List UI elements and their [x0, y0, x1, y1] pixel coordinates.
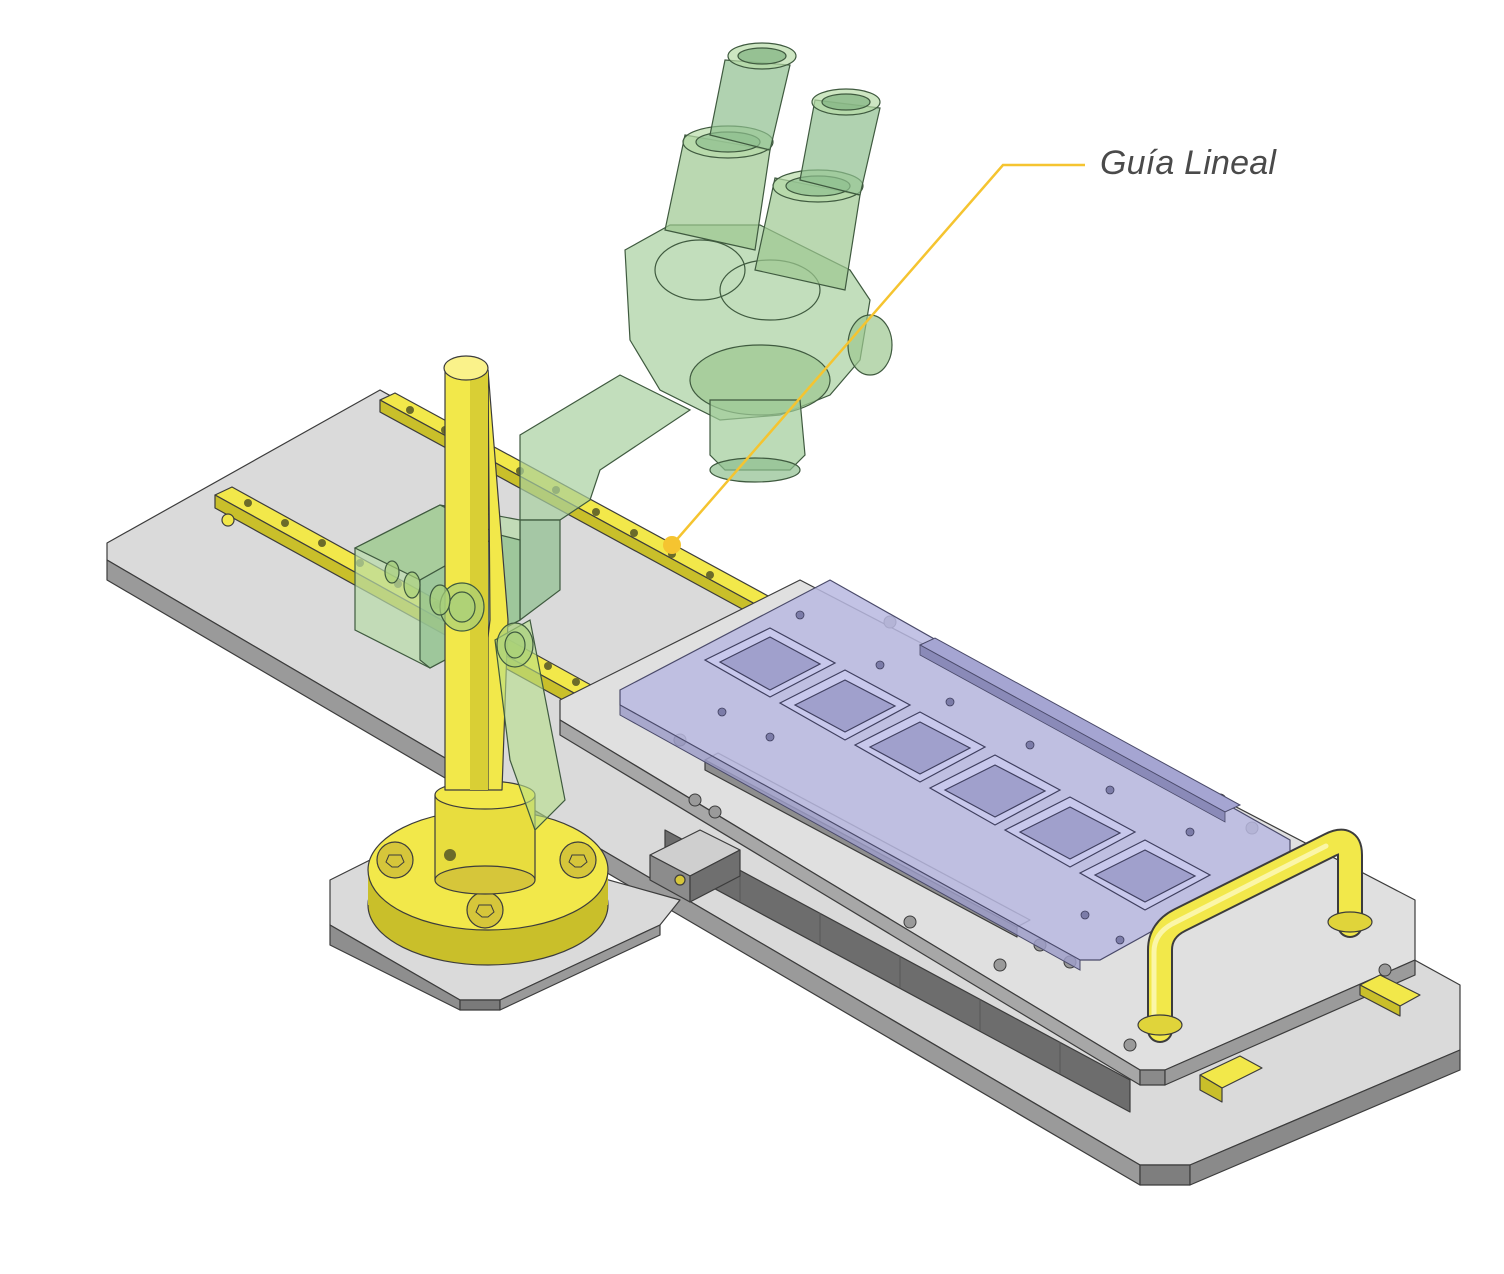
microscope-arm: [519, 374, 692, 521]
swing-arm: [494, 619, 566, 832]
pocket-3: [853, 711, 987, 783]
focus-knob: [847, 314, 893, 376]
pocket-2: [778, 669, 912, 741]
base-plate-end: [1139, 1164, 1191, 1186]
callout: [663, 163, 1085, 554]
callout-dot: [663, 536, 681, 554]
handle-foot-left: [1137, 1014, 1183, 1036]
callout-label: Guía Lineal: [1100, 144, 1277, 182]
pocket-1: [703, 627, 837, 698]
handle-foot-right: [1327, 911, 1373, 933]
pocket-4: [928, 754, 1062, 826]
component-tray: [619, 579, 1291, 971]
pocket-6: [1078, 839, 1212, 911]
tray-pockets: [703, 627, 1212, 911]
callout-leader: [671, 163, 1085, 546]
tray-handle: [1137, 828, 1373, 1043]
pillar-assembly: [367, 355, 609, 966]
pocket-5: [1003, 796, 1137, 868]
